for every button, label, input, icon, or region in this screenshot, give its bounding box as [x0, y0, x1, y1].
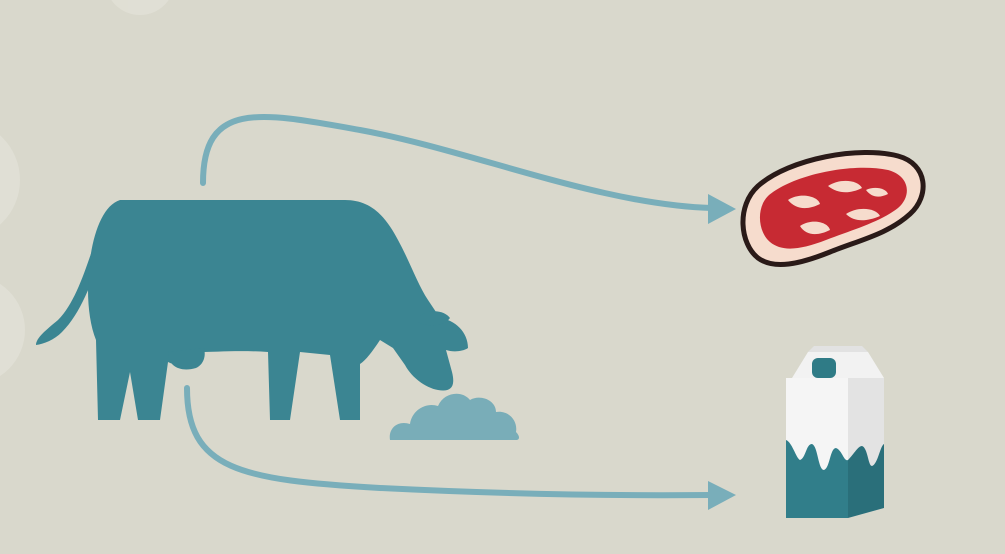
- arrow-to-milk-icon: [184, 385, 736, 510]
- steak-icon: [740, 150, 926, 267]
- background-decoration: [0, 0, 169, 377]
- cow-icon: [36, 200, 468, 420]
- arrow-to-meat-icon: [200, 113, 736, 224]
- milk-carton-icon: [786, 346, 884, 518]
- feed-pile-icon: [389, 393, 519, 440]
